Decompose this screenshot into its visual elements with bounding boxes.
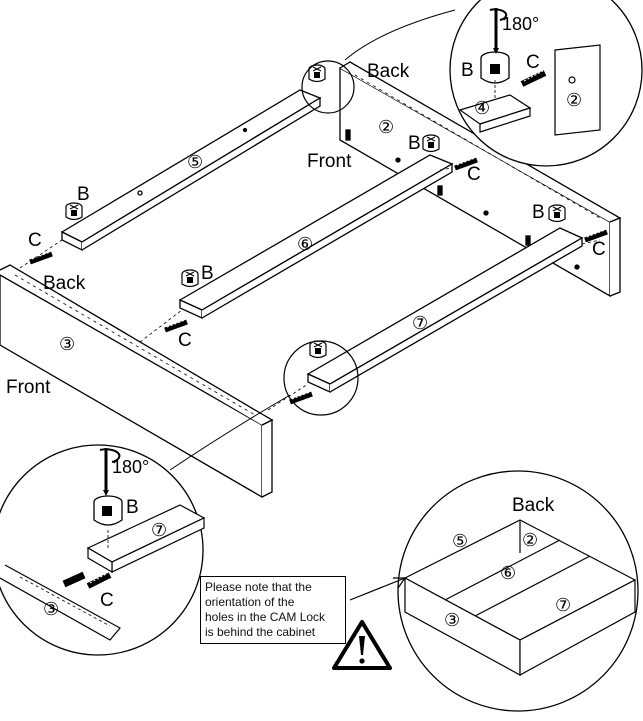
panel-6-middle-rail [178,154,454,320]
label-cam-lock-b: B [77,184,90,205]
screwdriver-icon [99,448,121,496]
cam-lock-icon [181,269,199,288]
label-rotation-top: 180° [502,14,539,34]
part-6-label: ⑥ [500,563,516,583]
label-front-top: Front [307,151,352,172]
note-line: holes in the CAM Lock [205,610,326,624]
warning-triangle-icon [332,620,392,670]
cam-lock-icon [93,495,123,548]
label-cam-bolt-c: C [28,230,42,251]
part-7-label: ⑦ [151,520,167,540]
label-rotation-bottom: 180° [112,457,149,477]
part-2-label: ② [378,117,394,137]
zoom-detail-bottom-left [0,444,206,656]
screwdriver-icon [489,8,508,54]
part-6-label: ⑥ [297,234,313,254]
label-back-left: Back [43,273,86,294]
panel-5-back-rail [60,89,322,252]
label-cam-bolt-c: C [178,330,192,351]
part-4-label: ④ [474,98,490,118]
cam-lock-icon [548,204,566,223]
label-cam-bolt-c: C [100,590,114,611]
cam-lock-icon [480,51,510,100]
part-3-label: ③ [444,610,460,630]
zoom-overview-bottom-right [397,470,639,712]
part-7-label: ⑦ [412,313,428,333]
part-2-label: ② [566,90,582,110]
part-5-label: ⑤ [187,152,203,172]
note-line: Please note that the [205,580,312,594]
cam-lock-icon [309,340,327,359]
label-cam-lock-b: B [201,263,214,284]
label-cam-lock-b: B [408,133,421,154]
part-3-label: ③ [43,599,59,619]
cam-lock-orientation-note: Please note that the orientation of the … [200,576,346,644]
note-line: is behind the cabinet [205,625,316,639]
main-assembly [0,9,622,499]
note-line: orientation of the [205,595,295,609]
label-cam-bolt-c: C [592,239,606,260]
part-2-label: ② [522,530,538,550]
cam-bolt-icon [520,70,547,87]
part-3-label: ③ [59,334,75,354]
label-cam-lock-b: B [532,202,545,223]
label-front-left: Front [6,377,51,398]
label-cam-lock-b: B [126,497,139,518]
label-back-top: Back [367,61,410,82]
cam-lock-icon [422,134,440,153]
cam-lock-icon [65,202,83,221]
zoom-detail-top-right [449,0,643,167]
cam-bolt-icon [62,571,112,589]
label-cam-bolt-c: C [526,52,540,73]
label-cam-bolt-c: C [467,164,481,185]
label-cam-lock-b: B [461,60,474,81]
cam-bolt-icon [30,252,52,262]
panel-3-left-side [0,264,274,499]
part-7-label: ⑦ [555,595,571,615]
part-5-label: ⑤ [452,531,468,551]
label-back-overview: Back [512,495,555,516]
panel-7-front-rail [306,227,584,394]
note-pointer-arrow [349,577,406,601]
cam-bolt-icon [165,320,187,330]
